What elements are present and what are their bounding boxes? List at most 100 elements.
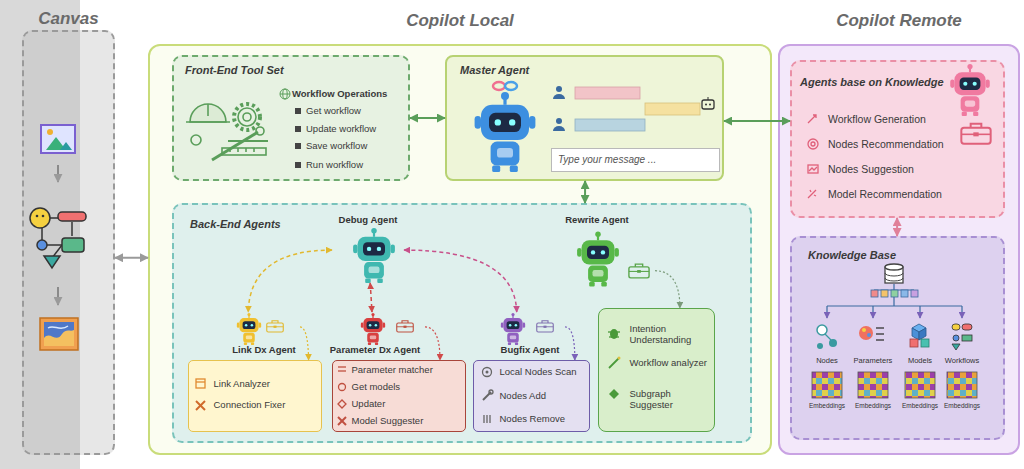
item-icon: [809, 167, 817, 171]
agent-robot: [237, 64, 990, 345]
tools-illustration: [190, 104, 226, 122]
workflow-icon: [36, 215, 39, 218]
knowledge-icon: [862, 328, 866, 332]
panel-title: Copilot Remote: [778, 11, 1020, 31]
workflow-icon: [71, 222, 73, 236]
item-icon: [339, 384, 346, 391]
chat-bubbles: [709, 104, 711, 106]
item-text: Workflow Generation: [828, 113, 978, 126]
database-tree: [919, 306, 920, 318]
knowledge-label: Parameters: [848, 356, 898, 365]
item-icon: [486, 415, 487, 423]
workflow-icon: [62, 238, 84, 252]
tool-box: Link AnalyzerConnection Fixer: [188, 360, 322, 432]
item-text: Get workflow: [306, 105, 406, 116]
toolbox-icon: [397, 321, 414, 332]
database-tree: [893, 284, 894, 290]
database-tree: [827, 305, 962, 306]
item-icon: [808, 165, 818, 173]
item-icon: [196, 381, 205, 382]
tools-illustration: [229, 148, 231, 152]
item-text: Nodes Remove: [500, 413, 588, 424]
chat-bubbles: [705, 104, 707, 106]
item-text: Link Analyzer: [214, 378, 314, 389]
knowledge-agents-box: Agents base on KnowledgeWorkflow Generat…: [790, 60, 1005, 218]
tools-illustration: [222, 148, 266, 155]
globe-icon: [280, 89, 290, 99]
chat-bubbles: [575, 87, 640, 99]
item-text: Local Nodes Scan: [500, 366, 588, 377]
agent-icon: Parameter Dx Agent: [325, 312, 425, 357]
image-icon: [47, 129, 53, 135]
master-robot: [475, 82, 536, 172]
item-icon: [608, 331, 620, 332]
bullet: [295, 143, 301, 149]
toolbox-icon: [961, 124, 990, 144]
knowledge-icon: [817, 325, 827, 335]
item-text: Get models: [352, 381, 462, 392]
workflow-icon: [30, 208, 50, 228]
agent-robot: [353, 228, 395, 283]
panel-title: Canvas: [22, 9, 115, 29]
image-icon: [46, 137, 66, 150]
panel-title: Copilot Local: [148, 11, 772, 31]
agent-label: Link Dx Agent: [224, 344, 304, 355]
connector-arrow: [300, 327, 309, 360]
bullet: [295, 108, 301, 168]
painting-icon: [48, 326, 68, 328]
item-text: Workflow analyzer: [630, 357, 712, 368]
workflow-icon: [41, 228, 43, 240]
knowledge-icon: [912, 328, 919, 340]
flow-arrow: [58, 165, 59, 305]
database-tree: [885, 264, 903, 270]
connector-arrow: [370, 283, 372, 312]
knowledge-base-box: Knowledge Base: [790, 236, 1005, 440]
embedding-grid: [812, 372, 842, 398]
item-icon: [811, 142, 815, 146]
box-title: Front-End Tool Set: [185, 64, 345, 77]
connector-arrow: [404, 250, 517, 312]
chat-bubbles: [553, 94, 565, 99]
tools-illustration: [253, 148, 255, 152]
connector-arrow: [248, 250, 332, 312]
workflow-icon: [44, 256, 60, 268]
database-tree: [961, 306, 962, 318]
toolbox-icon: [267, 124, 991, 332]
agent-robot: [361, 313, 385, 345]
item-icon: [196, 401, 205, 410]
workflow-icon: [37, 240, 47, 250]
database-tree: [893, 297, 894, 306]
database-tree: [885, 267, 903, 283]
embedding-label: Embeddings: [848, 402, 898, 410]
item-icon: [808, 139, 818, 149]
globe-icon: [280, 94, 290, 95]
tool-panel: Front-End Tool SetWorkflow OperationsGet…: [172, 55, 410, 181]
item-text: Nodes Suggestion: [828, 163, 978, 176]
item-text: Connection Fixer: [214, 399, 314, 410]
agent-icon: Bugfix Agent: [495, 312, 565, 357]
embedding-label: Embeddings: [802, 402, 852, 410]
image-icon: [41, 125, 75, 153]
item-icon: [609, 389, 619, 399]
connector-arrow: [655, 271, 680, 308]
remote-panel: Copilot RemoteAgents base on KnowledgeWo…: [778, 44, 1020, 455]
item-icon: [483, 415, 484, 423]
item-text: Update workflow: [306, 123, 406, 134]
item-icon: [338, 417, 346, 425]
knowledge-icon: [952, 324, 960, 330]
workflow-icon: [30, 208, 86, 268]
globe-icon: [280, 89, 290, 99]
embedding-grid: [858, 372, 888, 398]
database-tree: [827, 264, 962, 318]
connector-arrow: [584, 181, 586, 203]
bullet: [295, 162, 301, 168]
chat-bubbles: [645, 103, 700, 115]
database-tree: [826, 306, 827, 318]
chat-bubbles: [556, 86, 562, 92]
connector-arrow: [425, 327, 440, 360]
agent-robot: [237, 313, 261, 345]
painting-icon: [44, 322, 74, 346]
item-icon: [196, 379, 205, 388]
painting-icon: [40, 318, 78, 350]
knowledge-icon: [876, 339, 884, 340]
